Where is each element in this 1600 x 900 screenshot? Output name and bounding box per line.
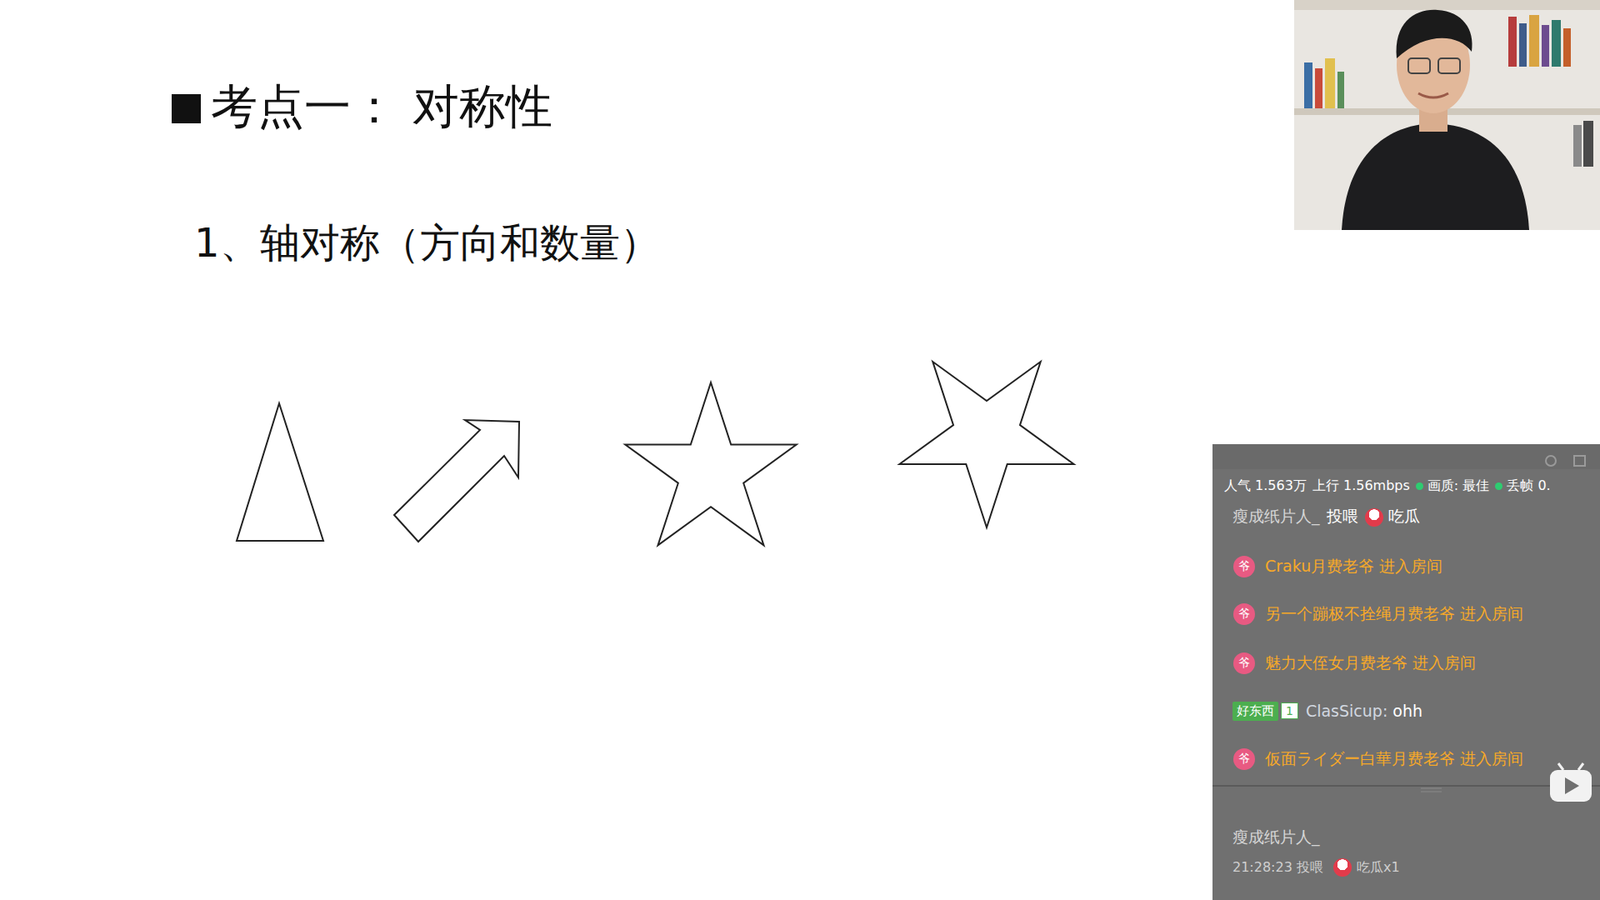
chat-username: 瘦成纸片人_ — [1232, 826, 1320, 849]
book — [1551, 20, 1561, 67]
subtitle-row: 1、轴对称（方向和数量） — [194, 218, 660, 269]
bookshelf — [1294, 0, 1600, 10]
settings-icon — [1545, 455, 1556, 466]
book — [1315, 68, 1323, 109]
play-icon-ear — [1558, 763, 1564, 770]
chat-row: 爷另一个蹦极不拴绳月费老爷 进入房间 — [1233, 602, 1524, 626]
person-glasses — [1408, 58, 1430, 74]
chat-background — [1212, 444, 1600, 900]
slide-subtitle: 1、轴对称（方向和数量） — [194, 219, 660, 268]
chat-badge: 爷 — [1233, 603, 1255, 625]
star-group — [625, 361, 1074, 545]
gift-row: 瘦成纸片人_ — [1232, 825, 1327, 850]
book — [1541, 25, 1550, 67]
gift-count: 吃瓜x1 — [1356, 859, 1400, 877]
book — [1508, 16, 1517, 67]
chat-badge: 爷 — [1233, 652, 1255, 675]
chat-row: 好东西1 ClasSicup:ohh — [1232, 699, 1423, 723]
stream-stat: 上行 1.56mbps — [1312, 477, 1410, 495]
chat-username: 瘦成纸片人_ — [1232, 505, 1320, 528]
chat-entry: 魅力大侄女月费老爷 进入房间 — [1265, 652, 1476, 675]
medal-level: 1 — [1280, 702, 1299, 720]
book — [1529, 15, 1540, 67]
book — [1519, 23, 1527, 67]
book — [1563, 28, 1571, 67]
chat-separator — [1212, 785, 1600, 787]
medal-badge: 好东西 — [1232, 701, 1279, 721]
slide-title: 考点一： 对称性 — [210, 78, 553, 135]
book — [1325, 58, 1335, 109]
chat-topbar — [1212, 444, 1600, 470]
gift-name: 吃瓜 — [1388, 505, 1420, 528]
star-shape — [899, 361, 1074, 528]
resize-handle — [1420, 791, 1442, 793]
gift-row: 21:28:23 投喂吃瓜x1 — [1232, 855, 1400, 880]
stream-stat: 丢帧 0. — [1495, 477, 1550, 495]
chat-message: ohh — [1392, 701, 1423, 720]
play-icon-triangle — [1565, 777, 1580, 795]
stream-stat: 画质: 最佳 — [1415, 477, 1490, 495]
title-bullet — [171, 94, 201, 124]
chat-entry: Craku月费老爷 进入房间 — [1265, 555, 1443, 578]
play-icon-ear — [1578, 763, 1584, 770]
webcam-view — [1294, 0, 1600, 230]
chat-action: 投喂 — [1326, 505, 1389, 528]
stream-stat: 人气 1.563万 — [1224, 477, 1307, 495]
book — [1337, 71, 1345, 109]
triangle-shape — [236, 403, 324, 541]
chat-row: 爷 Craku月费老爷 进入房间 — [1233, 555, 1443, 579]
play-icon — [1550, 770, 1592, 802]
book — [1583, 120, 1594, 167]
person-mouth — [1418, 93, 1449, 98]
star-shape — [625, 382, 796, 545]
chat-row: 爷魅力大侄女月费老爷 进入房间 — [1233, 651, 1476, 675]
resize-handle — [1420, 788, 1442, 790]
arrow-shape — [394, 420, 520, 542]
chat-entry: 仮面ライダー白華月费老爷 进入房间 — [1265, 748, 1524, 770]
popout-icon — [1574, 455, 1585, 466]
person-glasses — [1438, 58, 1460, 74]
webcam-background — [1294, 0, 1600, 230]
chat-row: 瘦成纸片人_ 投喂吃瓜 — [1232, 505, 1420, 529]
chat-badge: 爷 — [1233, 555, 1255, 578]
book — [1304, 62, 1313, 109]
stats-row: 人气 1.563万上行 1.56mbps 画质: 最佳丢帧 0. — [1224, 474, 1551, 498]
person-hair — [1396, 10, 1473, 59]
person-shirt — [1341, 123, 1530, 230]
book — [1573, 125, 1582, 167]
chat-panel — [1212, 444, 1600, 900]
chat-username: ClasSicup: — [1305, 701, 1388, 720]
gift-time: 21:28:23 投喂 — [1232, 858, 1357, 877]
chat-row: 爷仮面ライダー白華月费老爷 进入房间 — [1233, 747, 1524, 771]
chat-badge: 爷 — [1233, 748, 1255, 770]
chat-entry: 另一个蹦极不拴绳月费老爷 进入房间 — [1265, 603, 1524, 625]
